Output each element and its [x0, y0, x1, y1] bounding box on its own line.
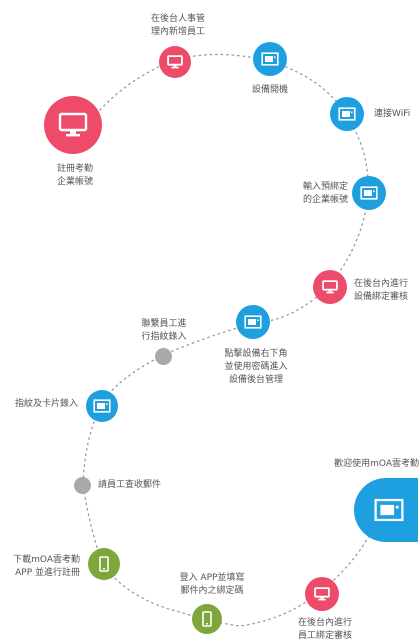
node-connect-wifi — [330, 97, 364, 131]
node-enter-company-account — [352, 176, 386, 210]
device-icon — [244, 315, 262, 329]
node-register-company-account — [44, 96, 102, 154]
label-contact-employee-fingerprint: 聯繫員工進 行指紋錄入 — [141, 319, 187, 342]
node-enter-device-admin — [236, 305, 270, 339]
label-power-on-device: 設備開機 — [251, 85, 288, 95]
node-welcome — [354, 478, 418, 542]
monitor-icon — [314, 587, 330, 601]
label-add-employee: 在後台人事管 理內新增員工 — [150, 14, 205, 37]
label-enter-company-account: 輸入預綁定 的企業帳號 — [302, 182, 348, 205]
label-welcome: 歡迎使用mOA雲考勤 — [334, 459, 419, 469]
node-power-on-device — [253, 42, 287, 76]
label-enter-device-admin: 點擊設備右下角 並使用密碼進入 設備後台管理 — [224, 349, 288, 385]
device-icon — [374, 498, 404, 522]
monitor-icon — [58, 112, 88, 137]
device-icon — [93, 399, 111, 413]
label-device-binding-review: 在後台內進行 設備綁定審核 — [354, 279, 409, 302]
label-download-app: 下載mOA雲考勤 APP 並進行註冊 — [13, 555, 80, 578]
label-connect-wifi: 連接WiFi — [374, 109, 411, 119]
node-contact-employee-fingerprint — [155, 348, 172, 365]
device-icon — [261, 52, 279, 66]
phone-icon — [202, 611, 212, 627]
node-login-app-binding-code — [192, 604, 222, 634]
label-login-app-binding-code: 登入 APP並填寫 郵件內之綁定碼 — [179, 573, 245, 596]
monitor-icon — [167, 55, 183, 69]
node-employee-binding-review — [305, 577, 339, 611]
label-check-email: 請員工查收郵件 — [98, 480, 162, 490]
device-icon — [360, 186, 378, 200]
node-add-employee — [159, 46, 191, 78]
label-employee-binding-review: 在後台內進行 員工綁定審核 — [297, 618, 352, 641]
label-register-company-account: 註冊考勤 企業帳號 — [56, 164, 93, 187]
node-fingerprint-card-entry — [86, 390, 118, 422]
node-device-binding-review — [313, 270, 347, 304]
device-icon — [338, 107, 356, 121]
label-fingerprint-card-entry: 指紋及卡片錄入 — [14, 399, 78, 409]
node-check-email — [74, 477, 91, 494]
phone-icon — [99, 556, 109, 572]
node-download-app — [88, 548, 120, 580]
monitor-icon — [322, 280, 338, 294]
